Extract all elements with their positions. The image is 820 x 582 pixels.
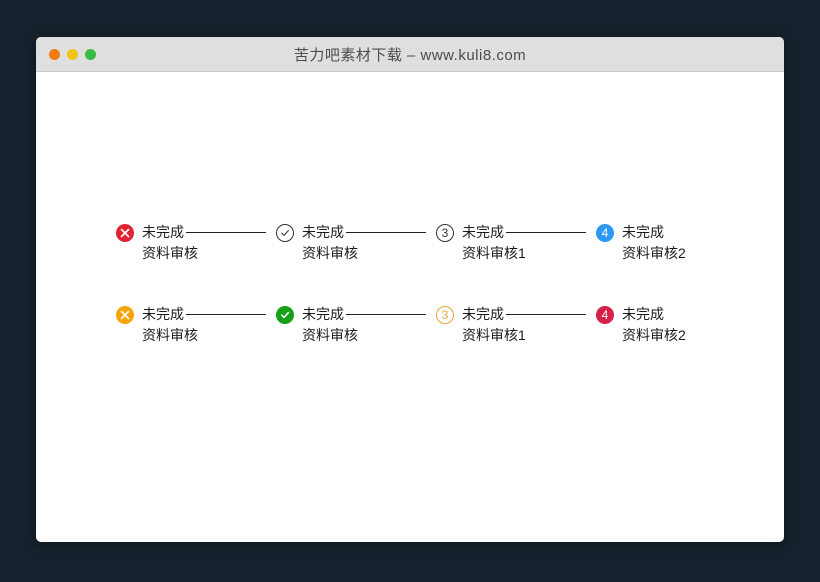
window-maximize-dot[interactable]: [85, 48, 96, 60]
step-subtitle: 资料审核2: [622, 327, 686, 343]
step-text: 未完成 资料审核: [142, 304, 276, 346]
step-title: 未完成: [142, 306, 184, 322]
step-title: 未完成: [462, 306, 504, 322]
step-connector-line: [346, 232, 426, 233]
step-title: 未完成: [462, 224, 504, 240]
step-title: 未完成: [142, 224, 184, 240]
step-number: 3: [441, 226, 449, 240]
step-subtitle: 资料审核: [302, 327, 358, 343]
step-subtitle: 资料审核: [142, 327, 198, 343]
step-connector-line: [506, 232, 586, 233]
steps-row-2: 未完成 资料审核 未完成 资料审核: [116, 304, 784, 346]
step-text: 未完成 资料审核2: [622, 222, 686, 264]
traffic-lights: [49, 37, 96, 71]
step-number: 4: [601, 308, 609, 322]
step-title: 未完成: [302, 224, 344, 240]
step-number: 4: [601, 226, 609, 240]
step-number-badge[interactable]: 4: [596, 306, 614, 324]
step-text: 未完成 资料审核: [302, 222, 436, 264]
step-text: 未完成 资料审核1: [462, 304, 596, 346]
step-number-badge[interactable]: 4: [596, 224, 614, 242]
step-connector-line: [186, 314, 266, 315]
window-title: 苦力吧素材下载 – www.kuli8.com: [293, 46, 527, 64]
step-title: 未完成: [622, 306, 664, 322]
step-subtitle: 资料审核: [142, 245, 198, 261]
step-number-badge[interactable]: 3: [436, 224, 454, 242]
step-title: 未完成: [302, 306, 344, 322]
titlebar: 苦力吧素材下载 – www.kuli8.com: [36, 37, 784, 72]
step-item: 未完成 资料审核: [116, 304, 276, 346]
step-connector-line: [506, 314, 586, 315]
step-title: 未完成: [622, 224, 664, 240]
step-text: 未完成 资料审核2: [622, 304, 686, 346]
window-minimize-dot[interactable]: [67, 48, 78, 60]
step-item: 未完成 资料审核: [116, 222, 276, 264]
step-subtitle: 资料审核: [302, 245, 358, 261]
step-item: 未完成 资料审核: [276, 222, 436, 264]
step-text: 未完成 资料审核: [142, 222, 276, 264]
step-text: 未完成 资料审核: [302, 304, 436, 346]
step-subtitle: 资料审核2: [622, 245, 686, 261]
step-item: 3 未完成 资料审核1: [436, 222, 596, 264]
step-connector-line: [346, 314, 426, 315]
window-close-dot[interactable]: [49, 48, 60, 60]
x-icon[interactable]: [116, 306, 134, 324]
step-item: 3 未完成 资料审核1: [436, 304, 596, 346]
step-item: 4 未完成 资料审核2: [596, 304, 686, 346]
content-area: 未完成 资料审核 未完成 资料审核: [36, 72, 784, 346]
x-icon[interactable]: [116, 224, 134, 242]
step-item: 4 未完成 资料审核2: [596, 222, 686, 264]
browser-window: 苦力吧素材下载 – www.kuli8.com 未完成 资料审核: [36, 37, 784, 542]
step-subtitle: 资料审核1: [462, 327, 526, 343]
check-icon[interactable]: [276, 224, 294, 242]
step-connector-line: [186, 232, 266, 233]
check-icon[interactable]: [276, 306, 294, 324]
step-item: 未完成 资料审核: [276, 304, 436, 346]
step-number-badge[interactable]: 3: [436, 306, 454, 324]
step-subtitle: 资料审核1: [462, 245, 526, 261]
steps-row-1: 未完成 资料审核 未完成 资料审核: [116, 222, 784, 264]
step-number: 3: [441, 308, 449, 322]
step-text: 未完成 资料审核1: [462, 222, 596, 264]
